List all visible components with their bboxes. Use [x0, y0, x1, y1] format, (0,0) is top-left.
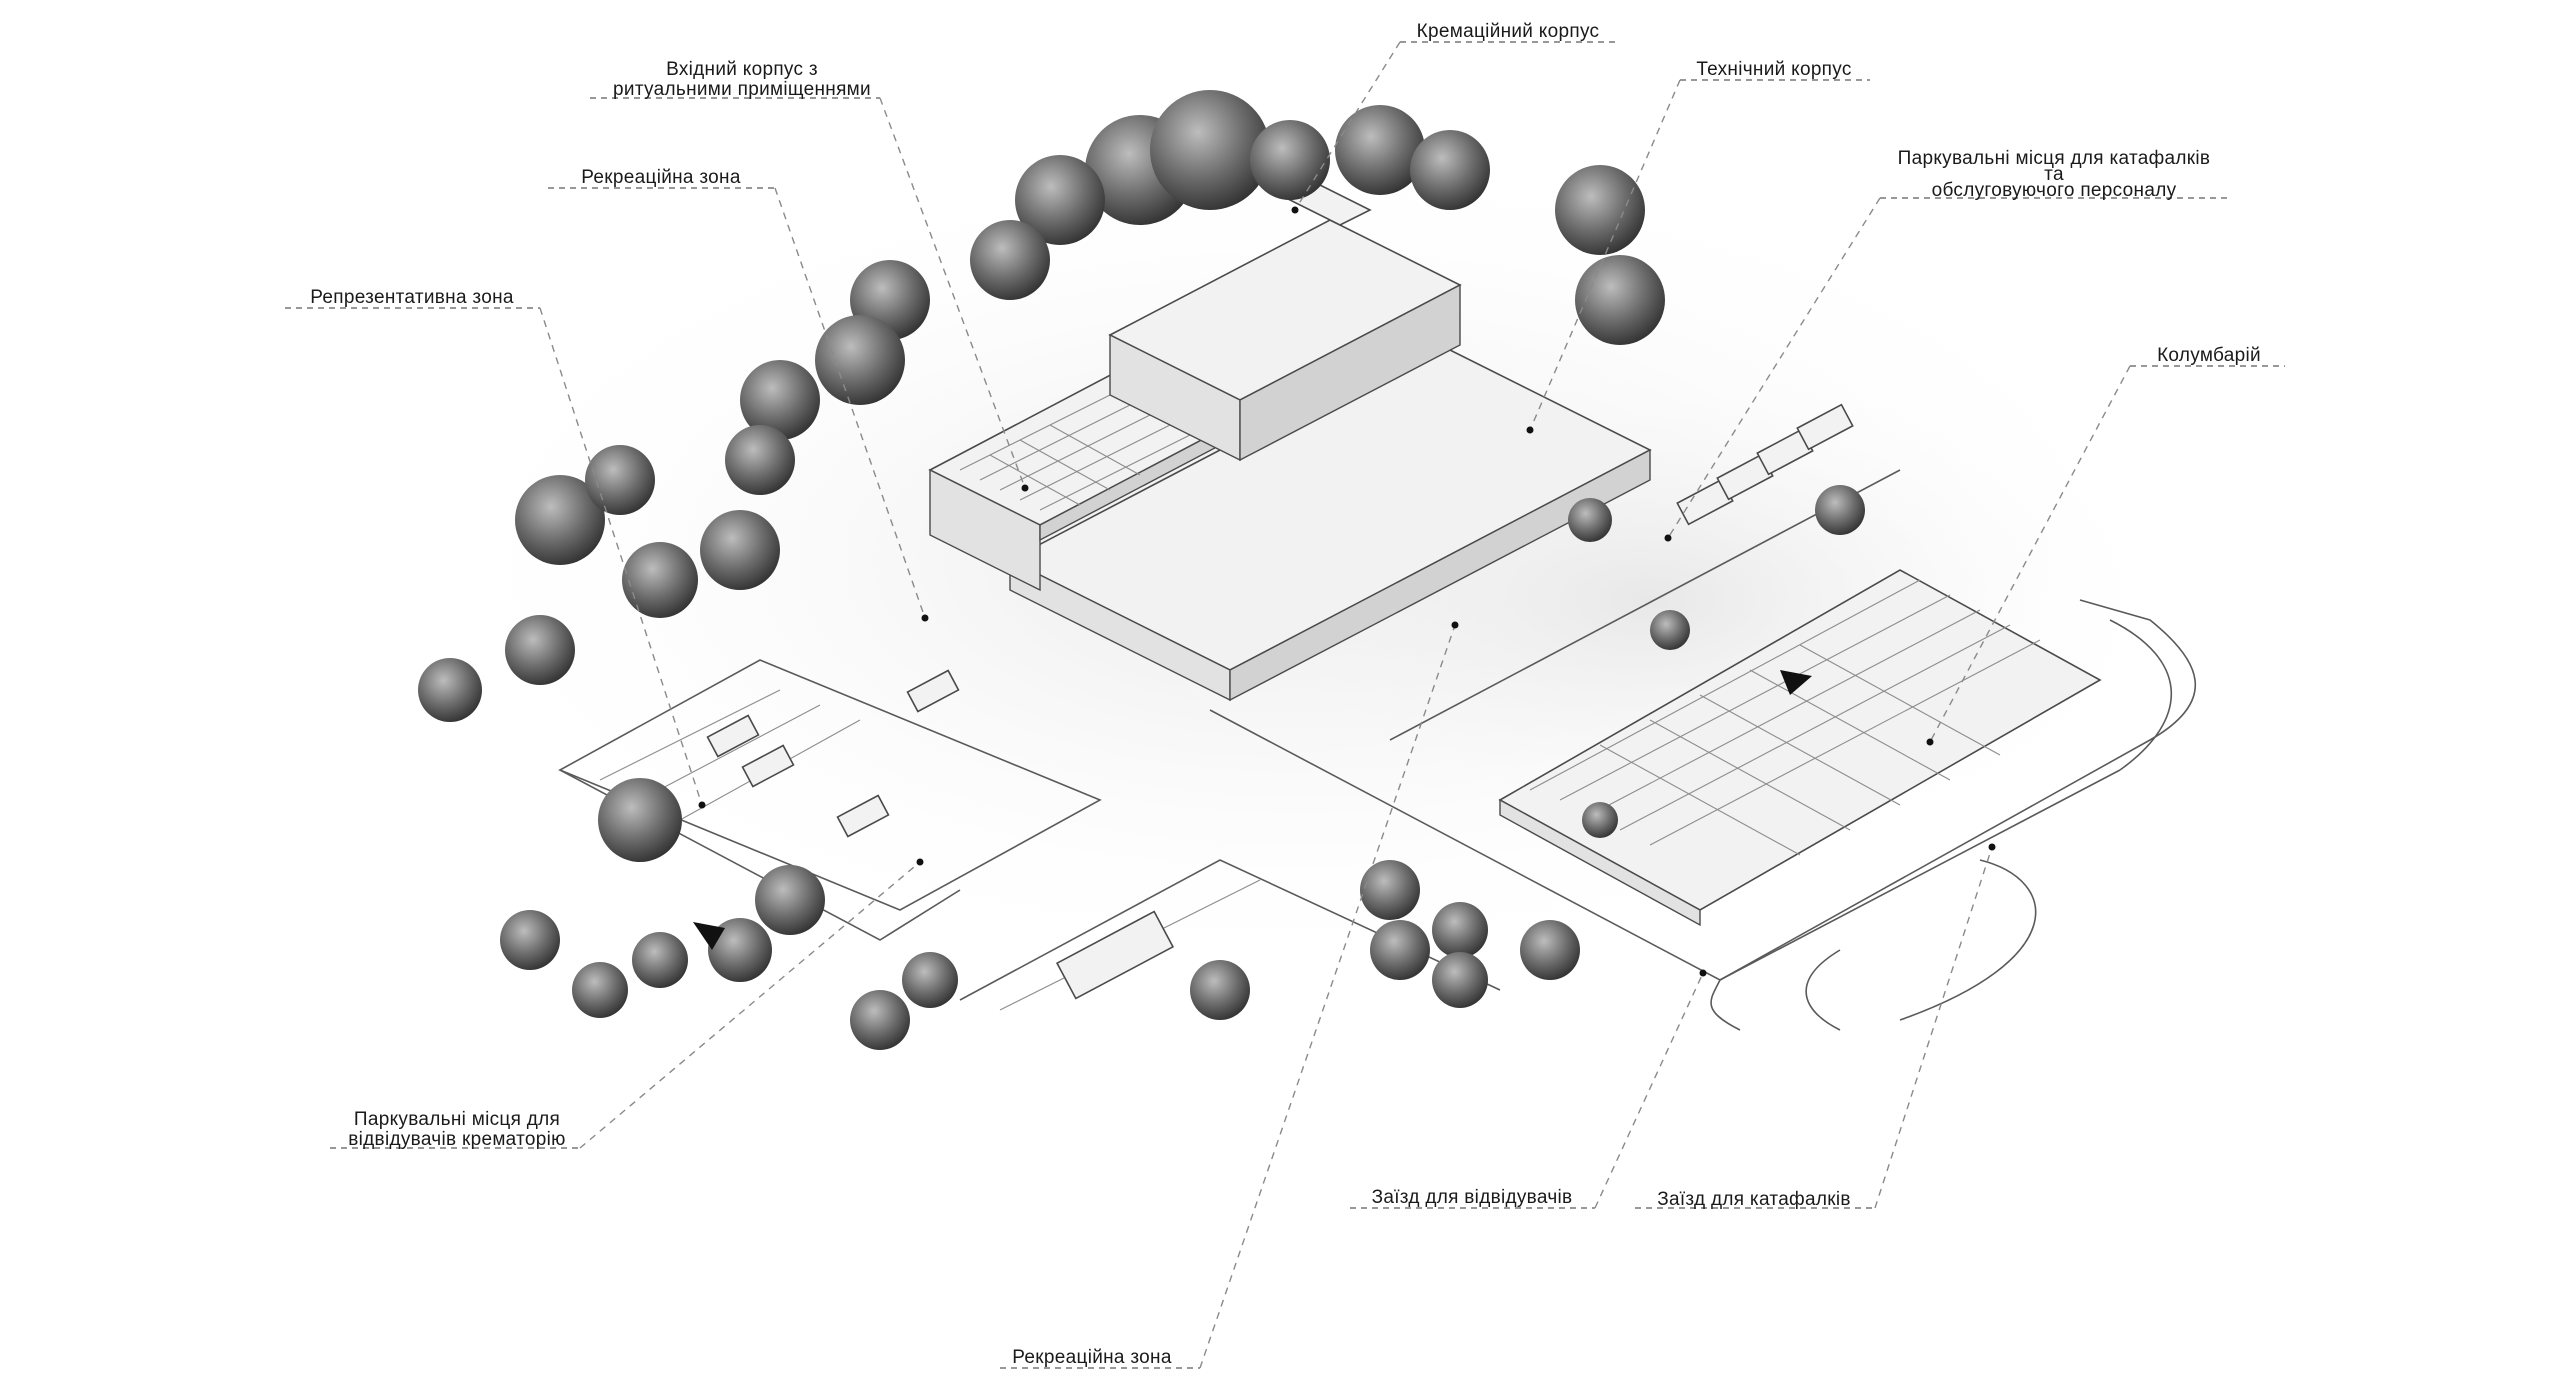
leader-dot-icon [916, 858, 924, 866]
leader-dot-icon [698, 801, 706, 809]
label-hearse-entry: Заїзд для катафалків [1657, 1189, 1851, 1210]
trees [418, 90, 1865, 1050]
leader-dot-icon [921, 614, 929, 622]
label-columbarium: Колумбарій [2157, 345, 2261, 366]
label-recreation-bottom: Рекреаційна зона [1012, 1347, 1172, 1368]
visitor-parking [706, 669, 1175, 1000]
label-visitor-entry: Заїзд для відвідувачів [1372, 1187, 1573, 1208]
label-technical: Технічний корпус [1696, 59, 1851, 80]
label-hearse-parking-1: Паркувальні місця для катафалків [1898, 148, 2211, 169]
leader-lines [285, 41, 2285, 1369]
label-entrance-2: ритуальними приміщеннями [613, 79, 871, 100]
label-hearse-parking-2: та [2044, 164, 2064, 185]
label-cremation: Кремаційний корпус [1417, 21, 1600, 42]
entry-arrow-icon [693, 922, 725, 950]
leader-dot-icon [1291, 206, 1299, 214]
leader-dot-icon [1988, 843, 1996, 851]
leader-dot-icon [1451, 621, 1459, 629]
label-hearse-parking-3: обслуговуючого персоналу [1932, 180, 2177, 201]
label-visitor-parking-2: відвідувачів крематорію [348, 1129, 565, 1150]
leader-dot-icon [1926, 738, 1934, 746]
site-ground [558, 469, 2196, 1031]
hearse-parking [1676, 403, 1854, 526]
entry-arrow-icon [1780, 670, 1812, 695]
label-visitor-parking-1: Паркувальні місця для [354, 1109, 560, 1130]
label-entrance-1: Вхідний корпус з [666, 59, 818, 80]
leader-dot-icon [1526, 426, 1534, 434]
labels: Кремаційний корпус Технічний корпус Вхід… [310, 21, 2261, 1368]
leader-dots [698, 206, 1996, 977]
leader-dot-icon [1021, 484, 1029, 492]
technical-building [1108, 184, 1462, 462]
label-recreation-top: Рекреаційна зона [581, 167, 741, 188]
leader-dot-icon [1664, 534, 1672, 542]
leader-dot-icon [1699, 969, 1707, 977]
cremation-building [1008, 339, 1652, 702]
columbarium-area [1498, 569, 2102, 927]
label-representative: Репрезентативна зона [310, 287, 514, 308]
